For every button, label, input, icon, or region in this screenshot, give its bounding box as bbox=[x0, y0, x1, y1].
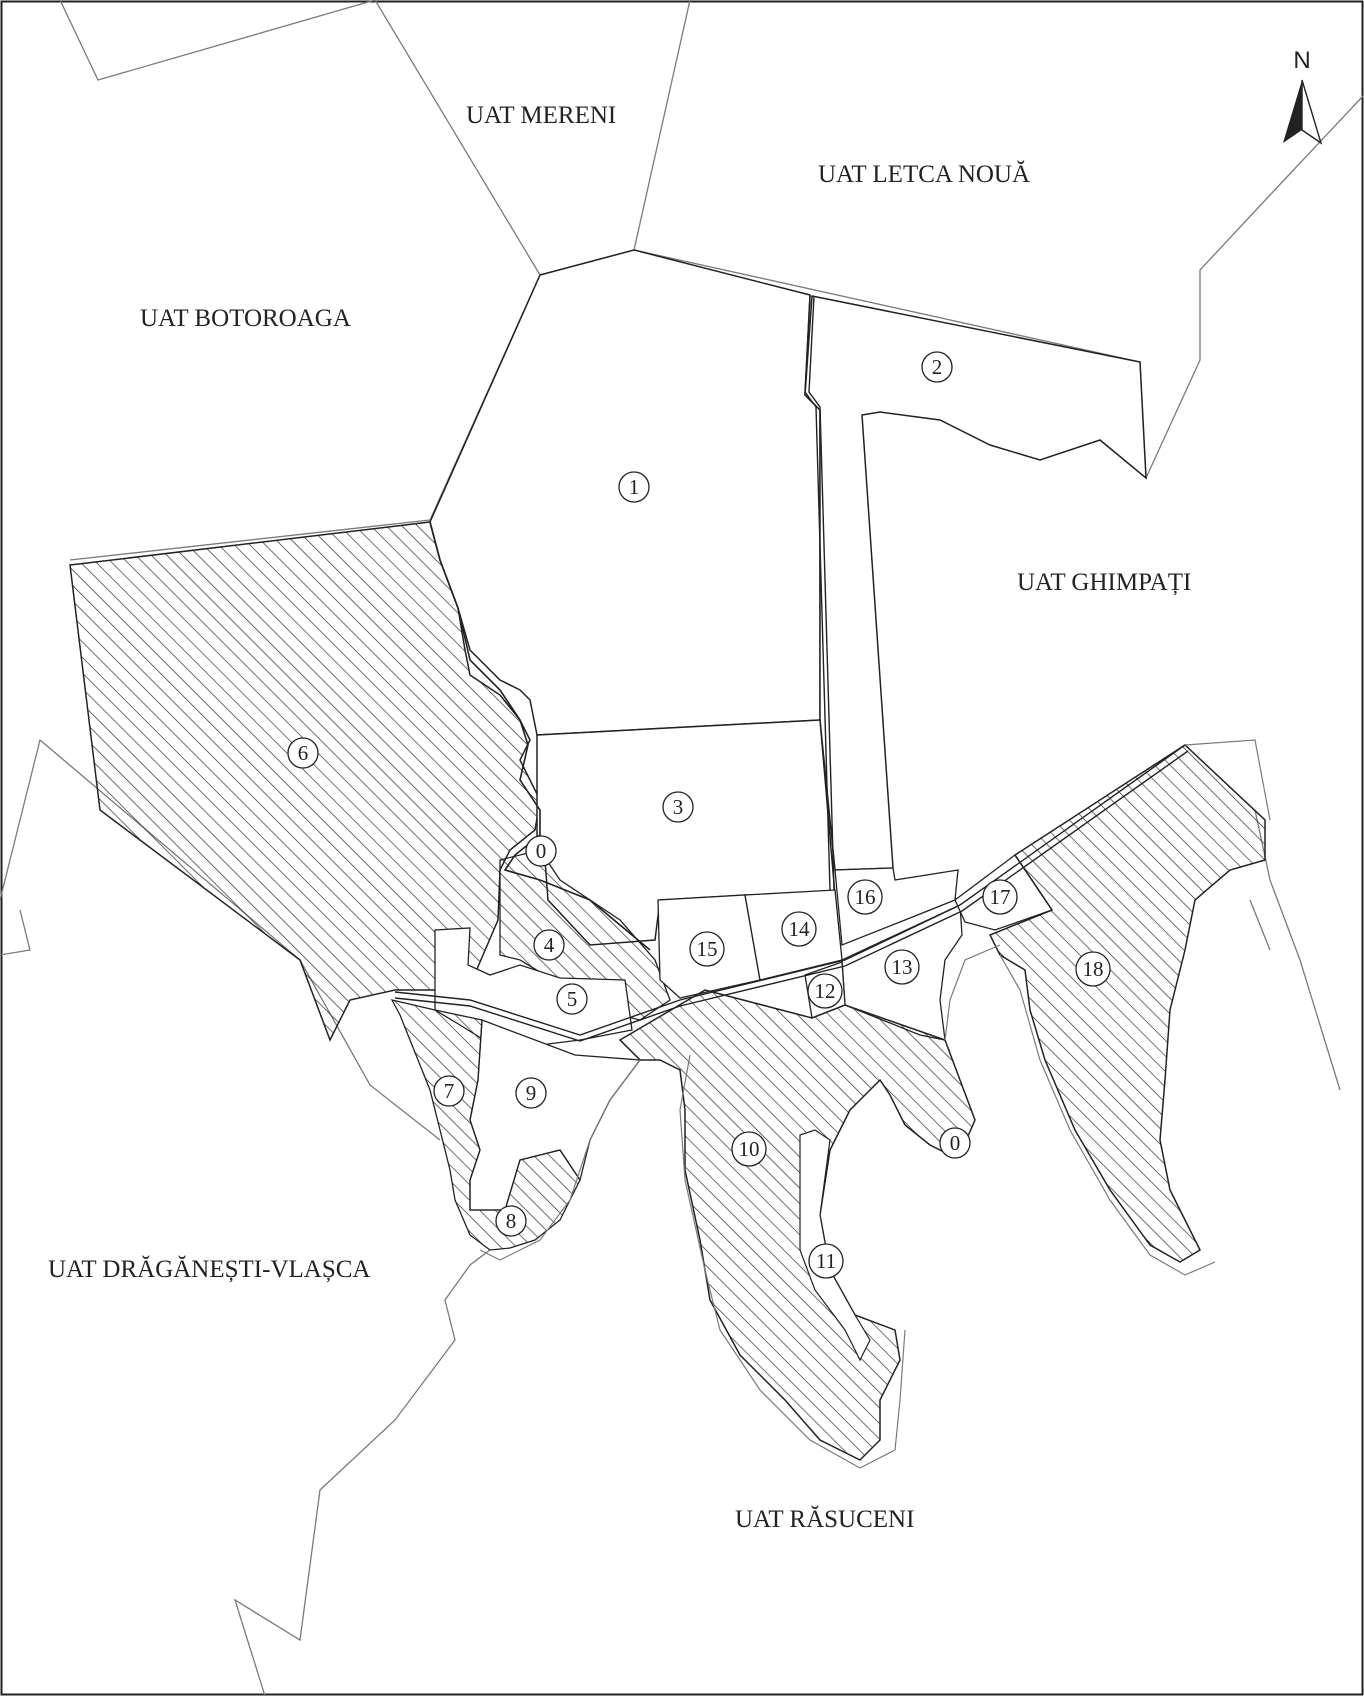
svg-text:0: 0 bbox=[950, 1131, 961, 1155]
svg-text:6: 6 bbox=[298, 741, 309, 765]
svg-text:9: 9 bbox=[526, 1081, 537, 1105]
parcel-marker-11: 11 bbox=[808, 1243, 844, 1279]
parcel-marker-12: 12 bbox=[807, 973, 843, 1009]
svg-text:10: 10 bbox=[739, 1137, 760, 1161]
uat-label-botoroaga: UAT BOTOROAGA bbox=[140, 305, 351, 332]
parcel-marker-0-south: 0 bbox=[939, 1127, 971, 1159]
parcel-marker-17: 17 bbox=[982, 879, 1018, 915]
svg-text:4: 4 bbox=[544, 933, 555, 957]
parcel-marker-13: 13 bbox=[884, 949, 920, 985]
svg-text:3: 3 bbox=[673, 795, 684, 819]
uat-boundary-east bbox=[1145, 94, 1364, 479]
parcel-marker-8: 8 bbox=[495, 1205, 527, 1237]
svg-text:12: 12 bbox=[815, 979, 836, 1003]
svg-text:1: 1 bbox=[629, 475, 640, 499]
uat-boundary-rasuceni-west bbox=[233, 1249, 491, 1696]
parcel-2-area bbox=[804, 295, 1147, 871]
uat-label-letca-noua: UAT LETCA NOUĂ bbox=[818, 160, 1030, 188]
svg-text:15: 15 bbox=[697, 937, 718, 961]
svg-text:8: 8 bbox=[506, 1209, 517, 1233]
parcel-marker-15: 15 bbox=[689, 931, 725, 967]
svg-text:16: 16 bbox=[855, 885, 876, 909]
svg-text:14: 14 bbox=[789, 917, 811, 941]
svg-text:11: 11 bbox=[816, 1249, 836, 1273]
parcel-marker-16: 16 bbox=[847, 879, 883, 915]
uat-label-mereni: UAT MERENI bbox=[466, 102, 616, 129]
parcel-marker-7: 7 bbox=[433, 1075, 465, 1107]
parcel-marker-10: 10 bbox=[731, 1131, 767, 1167]
parcel-marker-5: 5 bbox=[556, 983, 588, 1015]
uat-boundary-ghimpati-south bbox=[1254, 809, 1341, 1091]
svg-text:2: 2 bbox=[932, 355, 943, 379]
parcel-10-area bbox=[618, 989, 976, 1461]
svg-text:13: 13 bbox=[892, 955, 913, 979]
parcel-marker-18: 18 bbox=[1075, 951, 1111, 987]
parcel-marker-1: 1 bbox=[618, 471, 650, 503]
parcel-marker-9: 9 bbox=[515, 1077, 547, 1109]
north-letter: N bbox=[1293, 47, 1310, 74]
uat-label-draganesti: UAT DRĂGĂNEȘTI-VLAȘCA bbox=[48, 1255, 370, 1283]
parcel-marker-14: 14 bbox=[781, 911, 817, 947]
parcel-marker-4: 4 bbox=[533, 929, 565, 961]
north-arrow-icon: N bbox=[1283, 47, 1323, 145]
main-road bbox=[394, 295, 1189, 1042]
svg-text:17: 17 bbox=[990, 885, 1011, 909]
parcel-marker-3: 3 bbox=[662, 791, 694, 823]
parcel-11-inner bbox=[799, 1129, 871, 1362]
parcel-marker-0-north: 0 bbox=[525, 835, 557, 867]
svg-text:5: 5 bbox=[567, 987, 578, 1011]
svg-text:18: 18 bbox=[1083, 957, 1104, 981]
uat-boundary-small bbox=[1249, 899, 1271, 951]
parcel-marker-2: 2 bbox=[921, 351, 953, 383]
uat-boundary-west-notch bbox=[0, 909, 31, 956]
svg-text:0: 0 bbox=[536, 839, 547, 863]
parcel-4-area bbox=[499, 849, 671, 1021]
shorelines bbox=[479, 944, 1216, 1469]
uat-boundary-topleft bbox=[59, 0, 376, 81]
uat-boundary-west-top bbox=[69, 519, 431, 561]
svg-text:7: 7 bbox=[444, 1079, 455, 1103]
parcel-18-area bbox=[988, 744, 1266, 1263]
parcel-markers: 1 2 3 4 5 6 7 8 9 10 11 12 13 14 15 16 1… bbox=[287, 351, 1111, 1279]
uat-label-rasuceni: UAT RĂSUCENI bbox=[735, 1505, 914, 1533]
uat-label-ghimpati: UAT GHIMPAȚI bbox=[1017, 569, 1191, 596]
uat-boundary-mereni bbox=[374, 0, 691, 276]
stream-line bbox=[429, 521, 651, 951]
parcel-marker-6: 6 bbox=[287, 737, 319, 769]
